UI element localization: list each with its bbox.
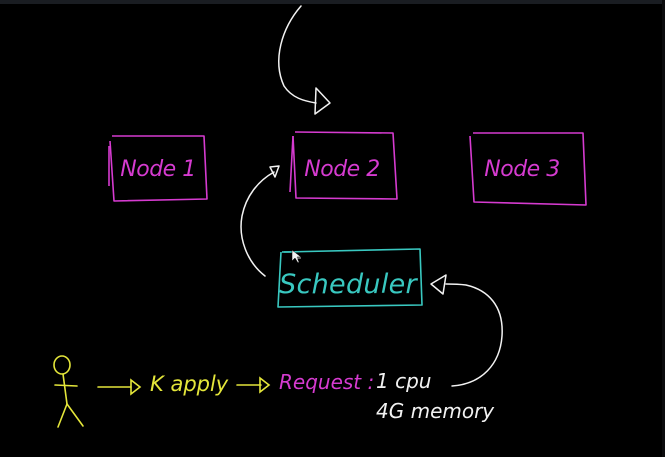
incoming-arrow-from-top xyxy=(278,5,331,115)
window-top-edge xyxy=(0,0,665,4)
node-1-box: Node 1 xyxy=(108,135,208,202)
node-3-label: Node 3 xyxy=(484,157,559,182)
scheduler-to-node-2-arrow xyxy=(240,165,280,277)
request-to-scheduler-arrow xyxy=(430,274,503,387)
command-label: K apply xyxy=(150,372,229,396)
node-3-box: Node 3 xyxy=(469,132,587,206)
mouse-cursor-icon xyxy=(291,249,302,264)
apply-to-request-arrow xyxy=(236,376,271,394)
stick-figure-icon xyxy=(53,355,84,428)
window-right-edge xyxy=(662,0,665,457)
node-2-label: Node 2 xyxy=(304,157,379,182)
scheduler-label: Scheduler xyxy=(279,269,418,300)
actor-to-apply-arrow xyxy=(97,378,142,396)
request-memory: 4G memory xyxy=(376,399,495,423)
request-cpu: 1 cpu xyxy=(376,369,431,393)
request-label: Request : xyxy=(279,370,374,394)
node-1-label: Node 1 xyxy=(120,157,195,182)
scheduler-box: Scheduler xyxy=(277,248,423,308)
node-2-box: Node 2 xyxy=(289,131,398,200)
